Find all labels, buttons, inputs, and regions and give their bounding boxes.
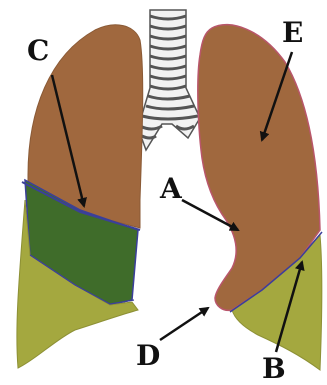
label-c: C [27,34,49,67]
arrow-d [160,308,208,340]
label-a: A [159,172,183,205]
label-e: E [282,16,303,49]
label-d: D [136,339,160,372]
right-side-lung [198,25,322,370]
trachea [138,10,200,150]
label-b: B [262,352,286,385]
left-side-lung [17,25,143,368]
